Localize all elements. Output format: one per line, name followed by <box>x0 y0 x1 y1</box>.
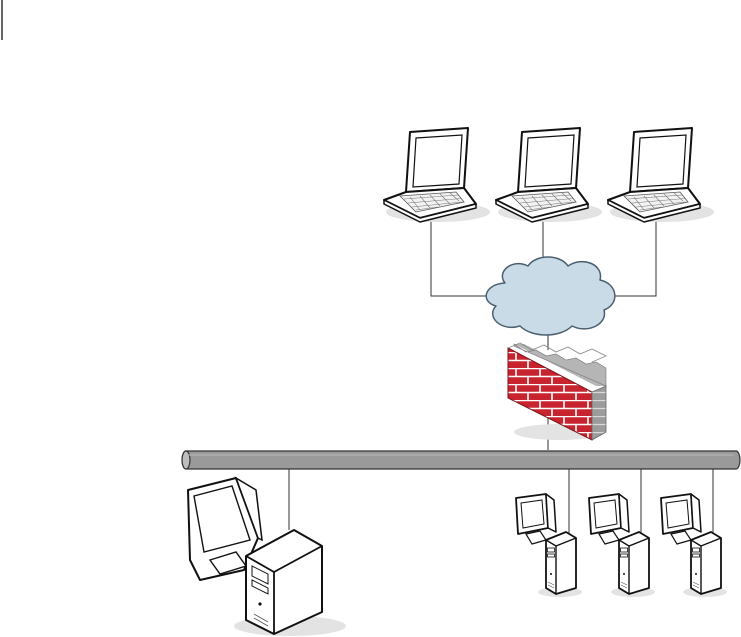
connector-lines <box>289 218 713 540</box>
workstation-icon <box>516 494 582 597</box>
cloud-icon <box>486 257 615 335</box>
edge-laptop-1-internet <box>431 218 497 296</box>
laptop-icon <box>496 128 602 222</box>
workstation-icon <box>589 494 655 597</box>
laptop-icon <box>384 128 490 222</box>
server-icon <box>188 478 346 636</box>
edge-laptop-3-internet <box>614 218 656 296</box>
laptop-icon <box>608 128 714 222</box>
network-bus <box>182 451 740 469</box>
workstation-icon <box>661 494 727 597</box>
firewall-icon <box>508 343 606 440</box>
